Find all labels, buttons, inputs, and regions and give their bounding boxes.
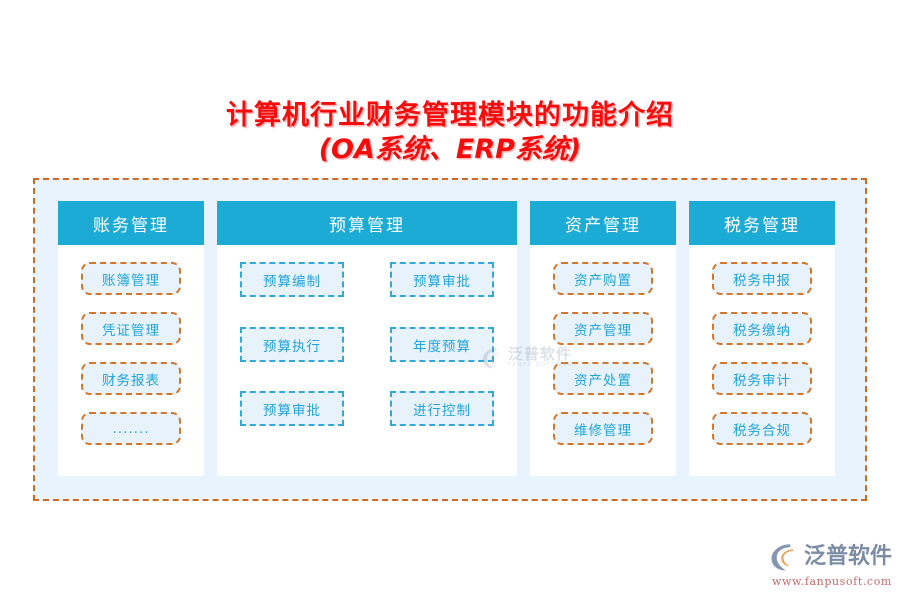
panel-body-asset: 资产购置 资产管理 资产处置 维修管理 — [530, 245, 676, 476]
panel-header-budget: 预算管理 — [217, 201, 517, 245]
panel-body-tax: 税务申报 税务缴纳 税务审计 税务合规 — [689, 245, 835, 476]
chip-budget-3[interactable]: 年度预算 — [390, 327, 494, 362]
chip-accounting-1[interactable]: 凭证管理 — [81, 312, 181, 345]
panel-tax: 税务管理 税务申报 税务缴纳 税务审计 税务合规 — [689, 201, 835, 476]
grid-cell-budget-5: 进行控制 — [367, 391, 517, 426]
modules-board: 账务管理 账簿管理 凭证管理 财务报表 ....... 预算管理 预算编制 预算… — [33, 178, 867, 501]
grid-cell-budget-2: 预算执行 — [217, 327, 367, 362]
page-title-line-2: (OA系统、ERP系统) — [318, 133, 582, 165]
chip-tax-2[interactable]: 税务审计 — [712, 362, 812, 395]
fanpu-mark-icon — [770, 542, 800, 572]
chip-tax-3[interactable]: 税务合规 — [712, 412, 812, 445]
fanpu-logo: 泛普软件 www.fanpusoft.com — [770, 542, 898, 592]
chip-budget-1[interactable]: 预算审批 — [390, 262, 494, 297]
panel-accounting: 账务管理 账簿管理 凭证管理 财务报表 ....... — [58, 201, 204, 476]
chip-accounting-3[interactable]: ....... — [81, 412, 181, 445]
panel-asset: 资产管理 资产购置 资产管理 资产处置 维修管理 — [530, 201, 676, 476]
panel-header-asset: 资产管理 — [530, 201, 676, 245]
grid-cell-budget-1: 预算审批 — [367, 262, 517, 297]
grid-cell-budget-3: 年度预算 — [367, 327, 517, 362]
chip-accounting-2[interactable]: 财务报表 — [81, 362, 181, 395]
grid-cell-budget-4: 预算审批 — [217, 391, 367, 426]
chip-asset-0[interactable]: 资产购置 — [553, 262, 653, 295]
chip-budget-4[interactable]: 预算审批 — [240, 391, 344, 426]
page-title-line-1: 计算机行业财务管理模块的功能介绍 — [226, 100, 674, 131]
panel-header-accounting: 账务管理 — [58, 201, 204, 245]
chip-budget-2[interactable]: 预算执行 — [240, 327, 344, 362]
logo-url: www.fanpusoft.com — [772, 575, 892, 588]
logo-brand-cn: 泛普软件 — [804, 544, 893, 569]
chip-budget-0[interactable]: 预算编制 — [240, 262, 344, 297]
chip-tax-0[interactable]: 税务申报 — [712, 262, 812, 295]
chip-budget-5[interactable]: 进行控制 — [390, 391, 494, 426]
chip-asset-1[interactable]: 资产管理 — [553, 312, 653, 345]
panel-header-tax: 税务管理 — [689, 201, 835, 245]
chip-accounting-0[interactable]: 账簿管理 — [81, 262, 181, 295]
panel-body-budget: 预算编制 预算审批 预算执行 年度预算 预算审批 进行控制 — [217, 245, 517, 476]
panel-budget: 预算管理 预算编制 预算审批 预算执行 年度预算 预算审批 进行控制 — [217, 201, 517, 476]
chip-asset-3[interactable]: 维修管理 — [553, 412, 653, 445]
chip-tax-1[interactable]: 税务缴纳 — [712, 312, 812, 345]
panel-body-accounting: 账簿管理 凭证管理 财务报表 ....... — [58, 245, 204, 476]
page-title: 计算机行业财务管理模块的功能介绍 (OA系统、ERP系统) — [0, 100, 900, 166]
grid-cell-budget-0: 预算编制 — [217, 262, 367, 297]
chip-asset-2[interactable]: 资产处置 — [553, 362, 653, 395]
